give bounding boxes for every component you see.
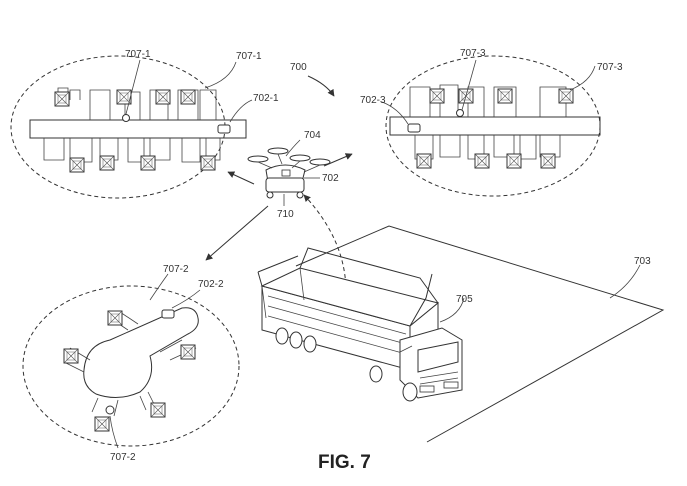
- label-702-1: 702-1: [253, 93, 279, 104]
- figure-caption: FIG. 7: [318, 452, 371, 473]
- label-707-2-item: 707-2: [110, 452, 136, 463]
- label-707-1-item: 707-1: [125, 49, 151, 60]
- label-710: 710: [277, 209, 294, 220]
- station-1: 707-1 707-1 702-1: [10, 49, 279, 199]
- delivery-area: 703: [295, 225, 665, 443]
- label-702-3: 702-3: [360, 95, 386, 106]
- station-3: 707-3 707-3 702-3: [360, 48, 623, 197]
- label-705: 705: [456, 294, 473, 305]
- delivery-truck: 705: [257, 247, 473, 402]
- uav-drone: 710 704 702: [247, 130, 339, 220]
- label-700: 700: [290, 62, 307, 73]
- station-2: 707-2 702-2 707-2: [22, 264, 240, 463]
- label-707-3-station: 707-3: [597, 62, 623, 73]
- label-702: 702: [322, 173, 339, 184]
- label-703: 703: [634, 256, 651, 267]
- label-707-1-station: 707-1: [236, 51, 262, 62]
- label-702-2: 702-2: [198, 279, 224, 290]
- label-704: 704: [304, 130, 321, 141]
- label-707-2-station: 707-2: [163, 264, 189, 275]
- label-707-3-item: 707-3: [460, 48, 486, 59]
